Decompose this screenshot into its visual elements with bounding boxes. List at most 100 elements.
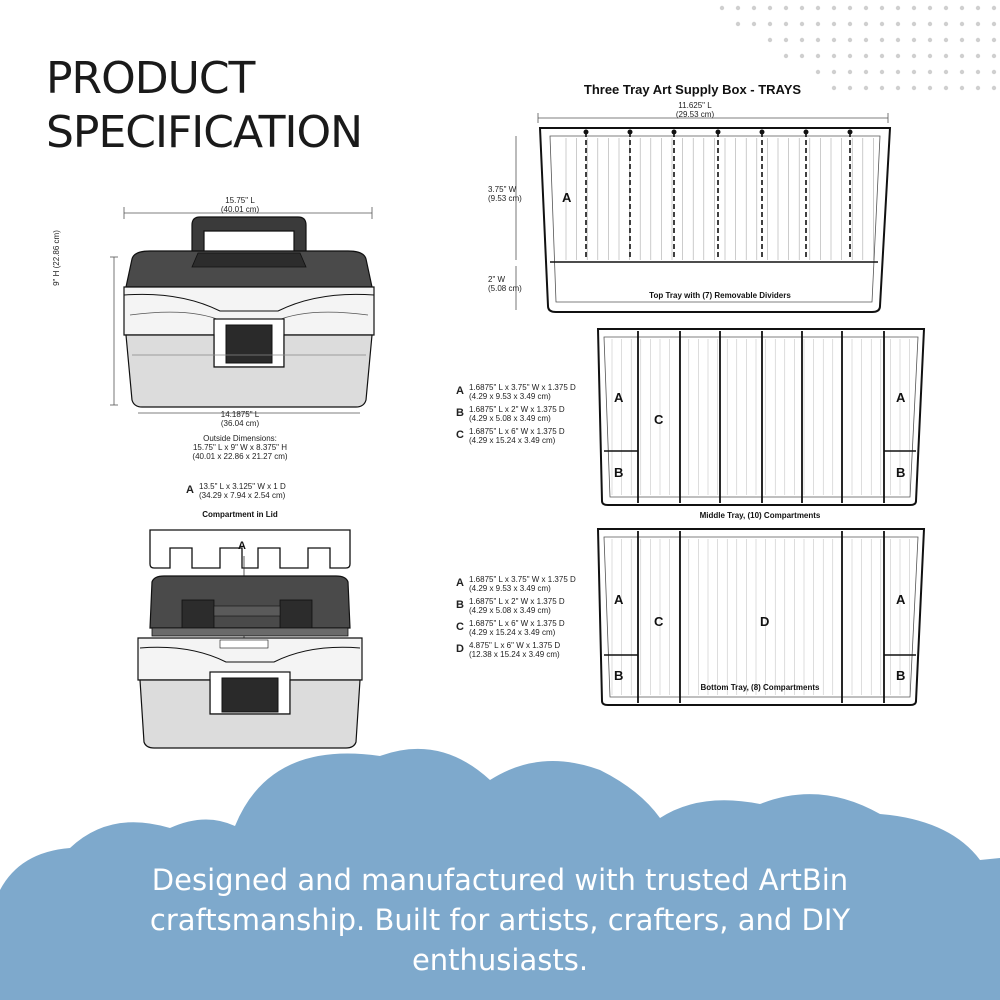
bottom-legend-key-a: A <box>456 577 464 589</box>
dot <box>991 85 997 91</box>
middle-legend-dims-a: 1.6875" L x 3.75" W x 1.375 D <box>469 383 576 392</box>
middle-legend-key-b: B <box>456 407 464 419</box>
top-tray-width-1-in: 3.75" W <box>488 185 517 194</box>
outside-dimensions-title: Outside Dimensions: <box>203 434 277 443</box>
dot <box>959 37 965 43</box>
dot <box>879 21 885 27</box>
dot <box>911 37 917 43</box>
dot <box>911 5 917 11</box>
dot <box>991 37 997 43</box>
lid-dims-in: 13.5" L x 3.125" W x 1 D <box>199 482 286 491</box>
dot <box>927 69 933 75</box>
dot <box>911 69 917 75</box>
dot <box>815 21 821 27</box>
cloud-background <box>0 748 1000 1000</box>
closed-box-top-length: 15.75" L (40.01 cm) <box>190 196 290 214</box>
dot <box>767 5 773 11</box>
middle-tray-marker-a-right: A <box>896 390 906 405</box>
dot <box>847 85 853 91</box>
bottom-tray-legend: A 1.6875" L x 3.75" W x 1.375 D(4.29 x 9… <box>456 575 576 663</box>
bottom-length-in: 14.1875" L <box>220 410 260 419</box>
dot <box>783 37 789 43</box>
dot <box>975 69 981 75</box>
top-tray-divider-peg <box>715 129 721 135</box>
dot <box>991 21 997 27</box>
dot <box>959 53 965 59</box>
bottom-tray-marker-a-right: A <box>896 592 906 607</box>
dot <box>863 69 869 75</box>
title-line-1: PRODUCT <box>46 53 255 104</box>
dot <box>847 69 853 75</box>
dot <box>895 37 901 43</box>
dot <box>911 53 917 59</box>
dot <box>799 5 805 11</box>
bottom-legend-row-d: D 4.875" L x 6" W x 1.375 D(12.38 x 15.2… <box>456 641 576 659</box>
dot <box>991 5 997 11</box>
height-in: 9" H <box>52 270 61 286</box>
middle-legend-cm-b: (4.29 x 5.08 x 3.49 cm) <box>469 414 551 423</box>
dot <box>975 5 981 11</box>
bottom-tray-marker-b-left: B <box>614 668 624 683</box>
dot <box>847 5 853 11</box>
dot <box>943 37 949 43</box>
dot <box>895 21 901 27</box>
middle-legend-dims-b: 1.6875" L x 2" W x 1.375 D <box>469 405 565 414</box>
lid-legend: A 13.5" L x 3.125" W x 1 D (34.29 x 7.94… <box>186 482 286 504</box>
bottom-legend-dims-b: 1.6875" L x 2" W x 1.375 D <box>469 597 565 606</box>
top-tray-length: 11.625" L (29.53 cm) <box>665 101 725 119</box>
dot <box>847 37 853 43</box>
dot <box>927 21 933 27</box>
dot <box>927 37 933 43</box>
bottom-tray-diagram <box>596 528 926 706</box>
dot <box>991 53 997 59</box>
dot <box>959 85 965 91</box>
middle-tray-caption: Middle Tray, (10) Compartments <box>699 511 821 520</box>
bottom-tray-marker-d: D <box>760 614 770 629</box>
dot <box>943 21 949 27</box>
dot <box>943 69 949 75</box>
dot <box>815 69 821 75</box>
top-tray-width-2-in: 2" W <box>488 275 506 284</box>
dot <box>831 85 837 91</box>
dot <box>911 85 917 91</box>
open-box-illustration <box>137 529 363 749</box>
dot <box>863 85 869 91</box>
dot <box>991 69 997 75</box>
bottom-legend-dims-c: 1.6875" L x 6" W x 1.375 D <box>469 619 565 628</box>
bottom-tray-marker-a-left: A <box>614 592 624 607</box>
footer-tagline: Designed and manufactured with trusted A… <box>0 860 1000 980</box>
dot <box>815 5 821 11</box>
outside-dimensions-cm: (40.01 x 22.86 x 21.27 cm) <box>192 452 288 461</box>
top-length-cm: (40.01 cm) <box>220 205 260 214</box>
bottom-legend-key-c: C <box>456 621 464 633</box>
dot <box>863 5 869 11</box>
footer-line-3: enthusiasts. <box>411 943 589 977</box>
dot <box>927 5 933 11</box>
dot <box>943 53 949 59</box>
top-tray-divider-peg <box>627 129 633 135</box>
lid-dims-cm: (34.29 x 7.94 x 2.54 cm) <box>199 491 286 500</box>
top-tray-diagram <box>515 113 892 313</box>
dot <box>831 37 837 43</box>
middle-tray-diagram <box>596 328 926 506</box>
middle-legend-row-a: A 1.6875" L x 3.75" W x 1.375 D(4.29 x 9… <box>456 383 576 401</box>
dot <box>895 85 901 91</box>
dot <box>799 53 805 59</box>
decorative-dot-grid <box>719 5 997 91</box>
top-length-in: 15.75" L <box>225 196 255 205</box>
footer-line-2: craftsmanship. Built for artists, crafte… <box>149 903 851 937</box>
dot <box>863 21 869 27</box>
dot <box>863 53 869 59</box>
dot <box>847 53 853 59</box>
title-line-2: SPECIFICATION <box>46 107 363 158</box>
middle-legend-key-c: C <box>456 429 464 441</box>
dot <box>783 21 789 27</box>
dot <box>895 53 901 59</box>
closed-box-illustration <box>110 207 375 414</box>
outside-dimensions: Outside Dimensions: 15.75" L x 9" W x 8.… <box>150 434 330 461</box>
dot <box>719 5 725 11</box>
top-tray-length-in: 11.625" L <box>678 101 712 110</box>
page-title: PRODUCT SPECIFICATION <box>46 52 363 160</box>
dot <box>799 37 805 43</box>
bottom-legend-row-a: A 1.6875" L x 3.75" W x 1.375 D(4.29 x 9… <box>456 575 576 593</box>
